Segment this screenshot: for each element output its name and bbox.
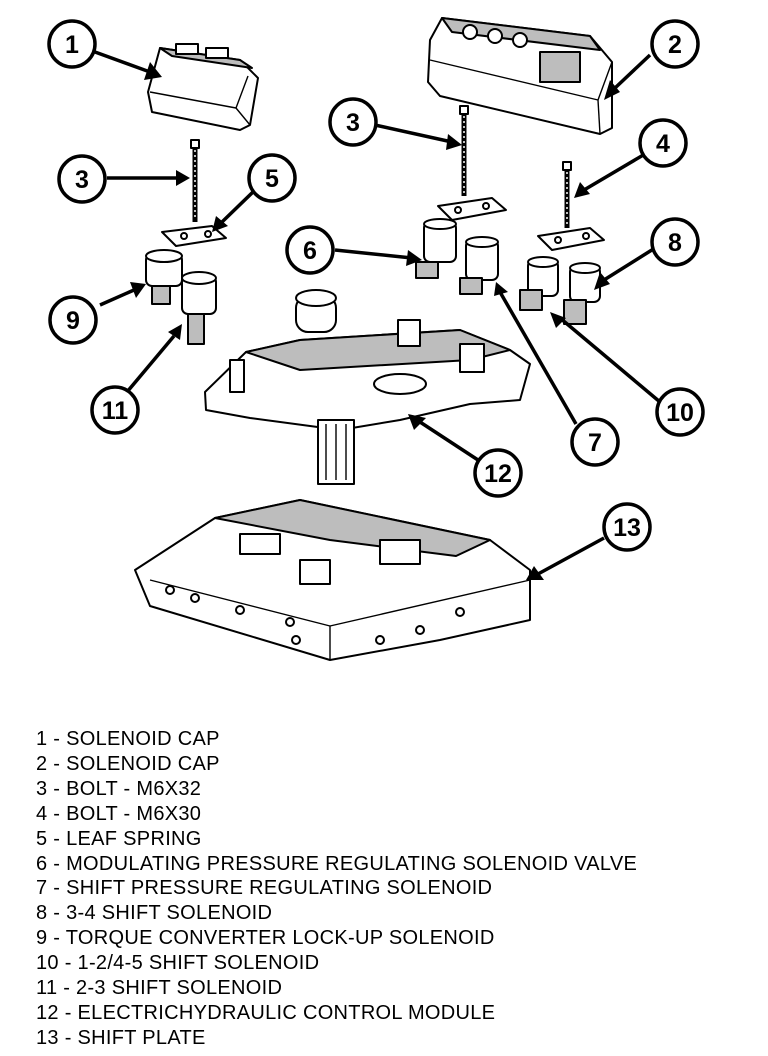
callout-5: 5	[247, 153, 297, 203]
legend-item: 9 - TORQUE CONVERTER LOCK-UP SOLENOID	[36, 927, 495, 950]
callout-10-label: 10	[666, 399, 694, 427]
legend-item: 3 - BOLT - M6X32	[36, 777, 202, 800]
legend-item: 13 - SHIFT PLATE	[36, 1026, 206, 1049]
leaf-spring-left	[161, 225, 227, 247]
callout-3-left-label: 3	[75, 166, 89, 194]
callout-7-label: 7	[588, 429, 602, 457]
legend-item: 2 - SOLENOID CAP	[36, 752, 220, 775]
legend-item: 1 - SOLENOID CAP	[36, 728, 220, 750]
callout-8: 8	[650, 217, 700, 267]
callout-6-label: 6	[303, 237, 317, 265]
callout-4-label: 4	[656, 130, 670, 158]
callout-3-right-label: 3	[346, 109, 360, 137]
electrohydraulic-control-module	[204, 289, 531, 485]
callout-7: 7	[570, 417, 620, 467]
legend-item: 5 - LEAF SPRING	[36, 827, 202, 850]
callout-4: 4	[638, 118, 688, 168]
solenoid-8	[519, 256, 559, 311]
legend-item: 10 - 1-2/4-5 SHIFT SOLENOID	[36, 952, 320, 975]
callout-13-label: 13	[613, 514, 641, 542]
callout-3-right: 3	[328, 97, 378, 147]
bolt-m6x32-right	[459, 105, 469, 196]
solenoid-cap-right	[427, 17, 613, 135]
leader-lines	[94, 50, 662, 580]
legend-item: 8 - 3-4 SHIFT SOLENOID	[36, 902, 273, 925]
callout-3-left: 3	[57, 154, 107, 204]
solenoid-cap-left	[147, 43, 259, 131]
solenoid-9	[145, 249, 183, 305]
shift-plate	[134, 499, 531, 661]
callout-6: 6	[285, 225, 335, 275]
callout-13: 13	[602, 502, 652, 552]
callout-8-label: 8	[668, 229, 682, 257]
legend-item: 12 - ELECTRICHYDRAULIC CONTROL MODULE	[36, 1001, 496, 1024]
solenoid-10	[563, 262, 601, 325]
callout-12: 12	[473, 448, 523, 498]
callout-1: 1	[47, 19, 97, 69]
solenoid-6	[415, 218, 457, 279]
callout-10: 10	[655, 387, 705, 437]
legend-item: 11 - 2-3 SHIFT SOLENOID	[36, 977, 283, 1000]
exploded-parts-diagram: 1 2 3 3 4 5 6 7 8 9 10 11	[47, 17, 705, 661]
parts-legend: 1 - SOLENOID CAP 2 - SOLENOID CAP 3 - BO…	[36, 727, 637, 1051]
legend-item: 7 - SHIFT PRESSURE REGULATING SOLENOID	[36, 877, 493, 900]
legend-item: 6 - MODULATING PRESSURE REGULATING SOLEN…	[36, 852, 638, 875]
legend-item: 4 - BOLT - M6X30	[36, 802, 202, 825]
callout-12-label: 12	[484, 460, 512, 488]
callout-9-label: 9	[66, 307, 80, 335]
callout-1-label: 1	[65, 31, 79, 59]
bolt-m6x32-left	[190, 139, 200, 222]
callout-2: 2	[650, 19, 700, 69]
callout-11: 11	[90, 385, 140, 435]
solenoid-7	[459, 236, 499, 295]
leaf-spring-right	[537, 227, 605, 251]
bolt-m6x30	[562, 161, 572, 228]
solenoid-11	[181, 271, 217, 345]
callout-11-label: 11	[102, 397, 129, 425]
leaf-spring-center	[437, 197, 507, 221]
callout-2-label: 2	[668, 31, 682, 59]
callout-9: 9	[48, 295, 98, 345]
callout-5-label: 5	[265, 165, 279, 193]
